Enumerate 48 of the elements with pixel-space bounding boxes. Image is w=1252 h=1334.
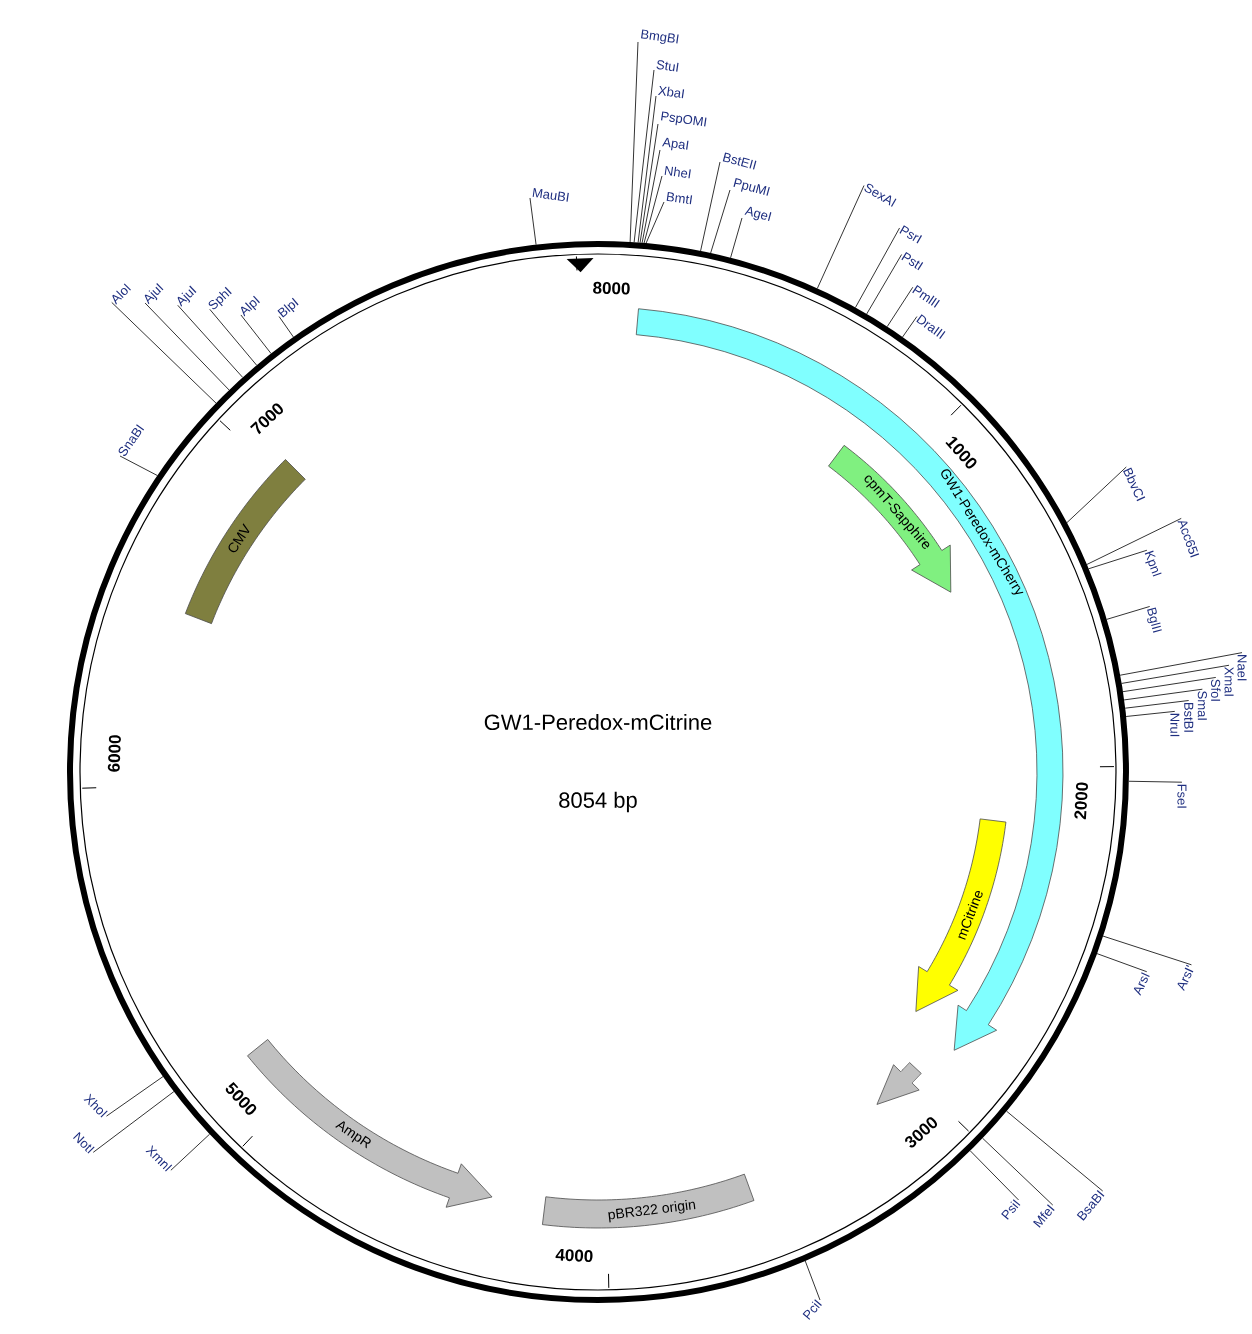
leader-line — [1123, 688, 1203, 701]
leader-line — [641, 149, 661, 244]
leader-line — [637, 95, 657, 243]
leader-line — [278, 316, 294, 338]
leader-line — [1119, 652, 1243, 676]
leader-line — [633, 69, 655, 243]
leader-line — [629, 41, 639, 243]
leader-line — [1106, 606, 1151, 620]
leader-line — [1102, 935, 1192, 966]
leader-line — [1128, 780, 1183, 783]
plasmid-size: 8054 bp — [559, 791, 637, 813]
leader-line — [1121, 664, 1230, 684]
leader-line — [816, 185, 865, 289]
leader-line — [902, 316, 918, 338]
leader-line — [804, 1260, 821, 1301]
leader-line — [969, 1150, 1019, 1201]
leader-line — [982, 1137, 1054, 1206]
leader-line — [855, 227, 900, 308]
leader-line — [119, 455, 158, 476]
leader-line — [170, 1133, 211, 1171]
leader-line — [1086, 518, 1182, 565]
leader-line — [710, 189, 731, 254]
leader-line — [240, 314, 272, 354]
leader-line — [177, 304, 244, 378]
leader-line — [645, 201, 665, 244]
leader-line — [106, 1076, 164, 1117]
leader-line — [1006, 1110, 1104, 1192]
leader-line — [92, 1091, 175, 1153]
leader-line — [730, 217, 743, 259]
leader-line — [643, 175, 663, 244]
leader-line — [1088, 549, 1148, 570]
leader-line — [529, 197, 537, 245]
leader-line — [1096, 953, 1148, 973]
tick-label: 6000 — [107, 735, 121, 772]
leader-line — [700, 161, 721, 252]
leader-line — [886, 286, 914, 328]
leader-line — [866, 254, 902, 315]
tick-label: 4000 — [555, 1248, 593, 1263]
leader-line — [209, 308, 258, 366]
leader-line — [1122, 677, 1217, 693]
leader-line — [144, 302, 230, 391]
tick-label: 8000 — [593, 281, 630, 295]
leader-line — [1066, 466, 1127, 524]
leader-line — [111, 302, 217, 404]
leader-line — [1124, 700, 1190, 709]
leader-line — [1125, 710, 1176, 717]
feature-marker — [876, 1062, 922, 1105]
leader-line — [639, 123, 659, 244]
